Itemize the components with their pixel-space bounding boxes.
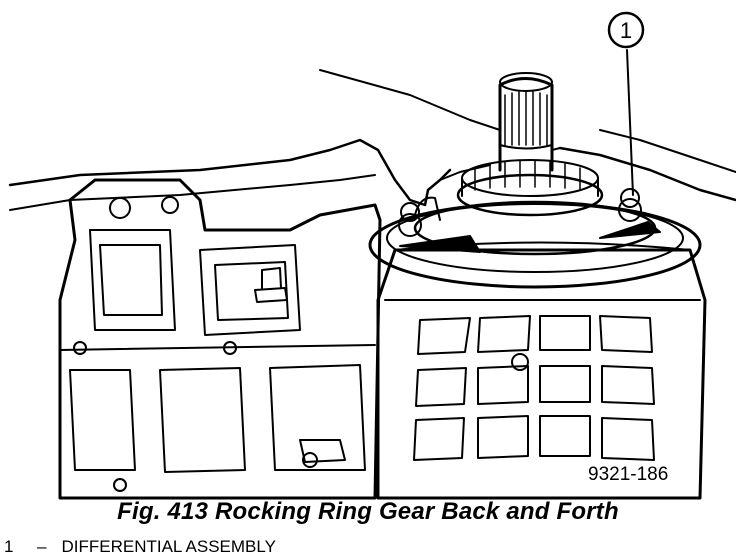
callout-leader-line [626, 49, 634, 196]
legend-item-number: 1 [4, 537, 14, 556]
figure-caption: Fig. 413 Rocking Ring Gear Back and Fort… [117, 498, 619, 525]
technician-hands [8, 69, 736, 221]
extension-housing [376, 241, 707, 500]
bearing [456, 159, 604, 217]
transmission-case [58, 178, 382, 500]
callout-marker: 1 [607, 11, 645, 49]
legend-item-separator: – [37, 537, 47, 556]
legend-item-label: DIFFERENTIAL ASSEMBLY [61, 537, 276, 556]
figure-legend: 1 – DIFFERENTIAL ASSEMBLY [4, 537, 276, 557]
output-shaft [498, 72, 554, 172]
figure-reference-code: 9321-186 [588, 464, 668, 485]
ring-gear [368, 188, 702, 289]
transmission-illustration: 1 9321-186 [8, 11, 736, 500]
legend-item: 1 – DIFFERENTIAL ASSEMBLY [4, 537, 276, 557]
callout-number: 1 [620, 18, 632, 43]
